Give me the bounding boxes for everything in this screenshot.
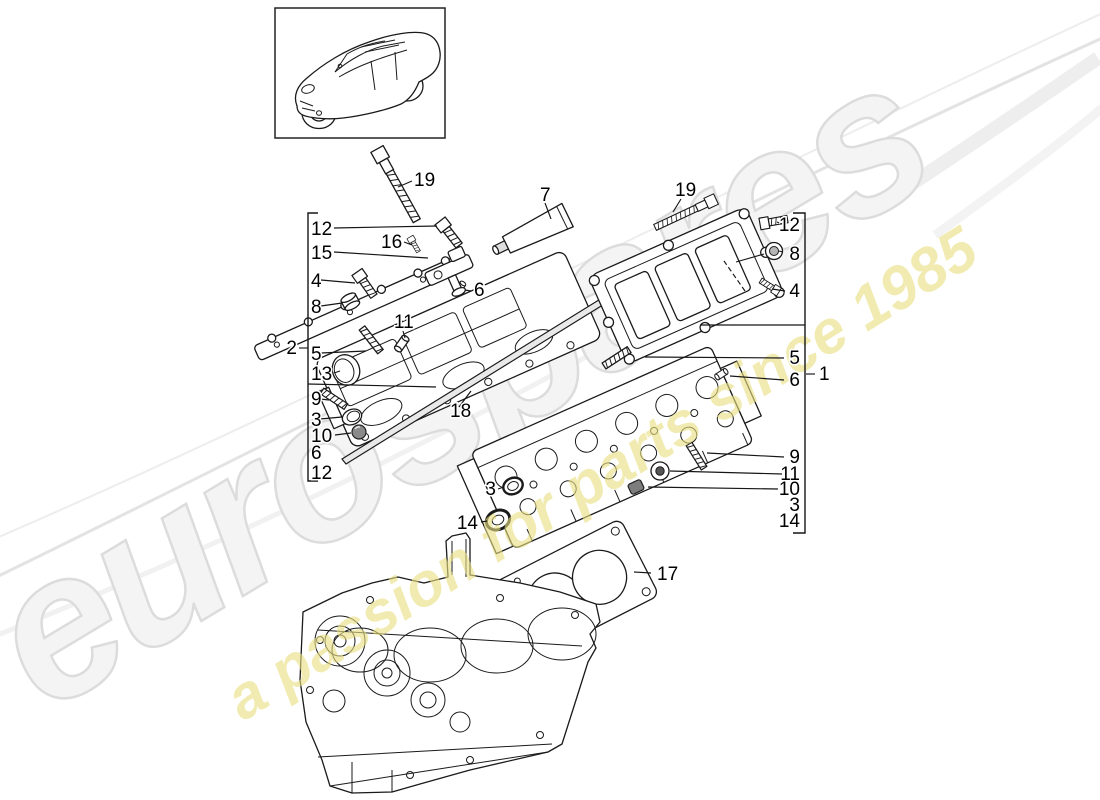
leader-line	[644, 356, 785, 359]
leader-line	[771, 288, 786, 292]
leader-line	[480, 520, 488, 523]
part-label-15: 15	[311, 243, 332, 264]
part-label-16: 16	[381, 232, 402, 253]
leader-line	[320, 302, 343, 307]
bracket-group-2	[307, 212, 318, 482]
shaft-seal-14	[484, 508, 512, 532]
leader-line	[402, 330, 406, 339]
leader-line	[706, 452, 785, 458]
adjuster-15	[424, 245, 474, 297]
leader-line	[633, 571, 652, 574]
sealing-cap-13	[331, 354, 361, 386]
leader-line	[729, 375, 785, 381]
part-label-6-right: 6	[789, 370, 800, 391]
leader-line	[320, 350, 367, 354]
leader-line	[319, 416, 343, 420]
leader-line	[403, 241, 413, 246]
seal-3-mid	[502, 476, 524, 496]
bracket-group-1	[793, 212, 806, 534]
part-label-6-mid: 6	[474, 280, 485, 301]
vehicle-thumbnail	[274, 7, 446, 139]
part-label-10-left: 10	[311, 426, 332, 447]
leader-line	[333, 225, 438, 229]
leader-line	[778, 250, 784, 253]
part-label-14-right: 14	[779, 511, 801, 532]
hardware-parts	[319, 144, 790, 532]
cap-3-left	[341, 408, 363, 426]
leader-line	[334, 432, 352, 436]
part-label-13: 13	[311, 364, 332, 385]
leader-line	[672, 198, 682, 213]
part-label-2: 2	[286, 338, 297, 359]
part-label-5-left: 5	[311, 344, 322, 365]
leader-line	[320, 279, 356, 284]
part-label-6-left: 6	[311, 443, 322, 464]
part-label-12-top-left: 12	[311, 219, 332, 240]
part-label-8-right: 8	[789, 244, 800, 265]
part-label-5-right: 5	[789, 348, 800, 369]
cap-8-left	[340, 292, 361, 311]
nut-8-right	[764, 241, 784, 261]
leader-line	[333, 251, 429, 259]
group-brackets	[307, 212, 806, 534]
part-label-3-left: 3	[311, 410, 322, 431]
leader-line	[458, 390, 472, 408]
part-label-8-left: 8	[311, 297, 322, 318]
part-label-4-right: 4	[789, 281, 800, 302]
plug-10-right	[627, 479, 645, 495]
valve-cover-left-assembly	[254, 251, 607, 465]
part-label-18: 18	[450, 401, 471, 422]
part-label-7: 7	[540, 185, 551, 206]
part-label-19-left: 19	[414, 170, 435, 191]
part-label-17: 17	[657, 564, 678, 585]
leader-lines	[299, 180, 815, 574]
engine-block	[299, 532, 601, 794]
leader-line	[464, 289, 472, 292]
part-label-12-bottom-left: 12	[311, 463, 332, 484]
part-label-4-left: 4	[311, 271, 322, 292]
part-label-11-left: 11	[394, 312, 414, 333]
cayenne-illustration	[294, 31, 441, 130]
plug-10-left	[351, 424, 367, 440]
part-label-12-right: 12	[779, 215, 800, 236]
leader-line	[397, 180, 413, 188]
washer-11-right	[650, 461, 670, 481]
leader-line	[544, 202, 552, 220]
bolt-12-left	[434, 216, 465, 251]
leader-line	[669, 470, 783, 475]
part-label-10-right: 10	[779, 479, 800, 500]
part-label-1: 1	[819, 364, 830, 385]
part-label-11-right: 11	[780, 464, 800, 485]
part-label-14-mid: 14	[457, 513, 479, 534]
part-label-9-right: 9	[789, 447, 800, 468]
leader-line	[735, 253, 765, 263]
part-label-9-left: 9	[311, 389, 322, 410]
part-label-3-right: 3	[789, 495, 800, 516]
leader-line	[307, 383, 437, 388]
part-label-3-mid: 3	[485, 479, 496, 500]
leader-line	[319, 398, 330, 401]
part-label-19-right: 19	[675, 180, 696, 201]
leader-line	[647, 486, 779, 490]
leader-line	[497, 486, 505, 490]
sealant-tube-7	[492, 202, 574, 256]
leader-line	[776, 221, 783, 225]
leader-line-dashed	[723, 260, 746, 292]
leader-line	[333, 370, 341, 374]
